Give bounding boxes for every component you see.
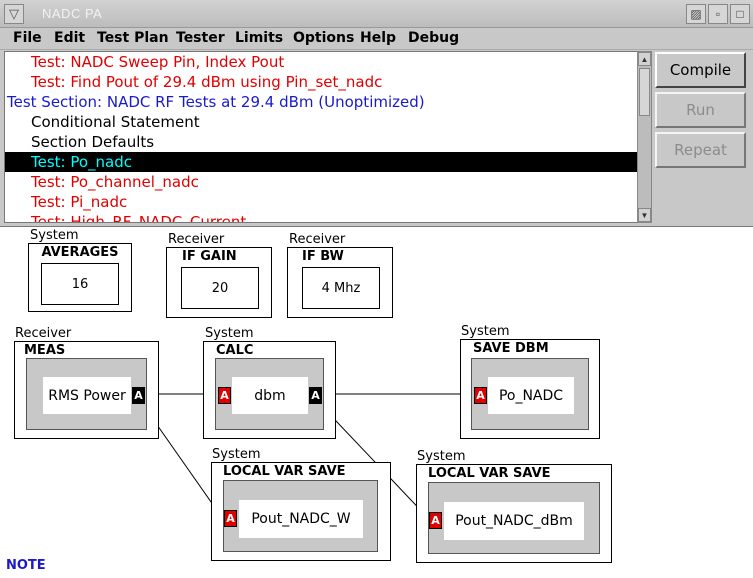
save-dbm-input-port[interactable]: A: [474, 387, 487, 404]
menu-test-plan[interactable]: Test Plan: [97, 30, 169, 46]
compile-button[interactable]: Compile: [655, 52, 746, 88]
if-gain-block[interactable]: IF GAIN 20: [166, 247, 272, 318]
averages-value[interactable]: 16: [41, 263, 119, 305]
menu-limits[interactable]: Limits: [235, 30, 284, 46]
menu-bar: File Edit Test Plan Tester Limits Option…: [0, 28, 753, 50]
if-bw-value[interactable]: 4 Mhz: [302, 267, 380, 309]
repeat-button[interactable]: Repeat: [655, 132, 746, 168]
if-gain-value[interactable]: 20: [181, 267, 259, 309]
averages-group-label: System: [30, 228, 79, 243]
averages-block[interactable]: AVERAGES 16: [28, 243, 132, 312]
if-gain-group-label: Receiver: [168, 232, 225, 247]
meas-block[interactable]: MEAS RMS Power A: [14, 341, 159, 439]
list-item[interactable]: Test: NADC Sweep Pin, Index Pout: [31, 53, 285, 71]
list-item[interactable]: Test: High_RF_NADC_Current: [31, 213, 247, 223]
meas-output-port[interactable]: A: [132, 387, 145, 404]
maximize-icon[interactable]: □: [730, 4, 750, 24]
list-item-selected[interactable]: Test: Po_nadc: [5, 152, 637, 172]
menu-tester[interactable]: Tester: [176, 30, 225, 46]
note-label[interactable]: NOTE: [6, 558, 46, 573]
save-dbm-label[interactable]: Po_NADC: [488, 377, 574, 414]
calc-label[interactable]: dbm: [232, 377, 308, 414]
menu-help[interactable]: Help: [360, 30, 397, 46]
averages-title: AVERAGES: [41, 245, 119, 260]
scroll-thumb[interactable]: [639, 68, 650, 116]
menu-edit[interactable]: Edit: [54, 30, 86, 46]
window-title: NADC PA: [42, 6, 103, 21]
scroll-up-icon[interactable]: ▲: [638, 52, 651, 66]
calc-title: CALC: [216, 343, 254, 358]
menu-options[interactable]: Options: [293, 30, 355, 46]
list-item[interactable]: Test: Po_channel_nadc: [31, 173, 199, 191]
local-dbm-label[interactable]: Pout_NADC_dBm: [444, 502, 584, 540]
list-item[interactable]: Section Defaults: [31, 133, 155, 151]
local-w-group-label: System: [212, 447, 261, 462]
list-item[interactable]: Test: Pi_nadc: [31, 193, 128, 211]
local-w-label[interactable]: Pout_NADC_W: [239, 500, 363, 538]
meas-title: MEAS: [24, 343, 66, 358]
minimize-icon[interactable]: ▫: [708, 4, 728, 24]
run-button[interactable]: Run: [655, 92, 746, 128]
if-bw-group-label: Receiver: [289, 232, 346, 247]
local-w-input-port[interactable]: A: [224, 510, 237, 527]
menu-debug[interactable]: Debug: [408, 30, 460, 46]
save-dbm-group-label: System: [461, 324, 510, 339]
local-dbm-group-label: System: [417, 449, 466, 464]
save-dbm-block[interactable]: SAVE DBM A Po_NADC: [460, 339, 600, 439]
if-gain-title: IF GAIN: [182, 249, 237, 264]
list-item[interactable]: Conditional Statement: [31, 113, 200, 131]
list-item[interactable]: Test: Find Pout of 29.4 dBm using Pin_se…: [31, 73, 383, 91]
local-dbm-title: LOCAL VAR SAVE: [428, 466, 551, 481]
local-var-save-w-block[interactable]: LOCAL VAR SAVE A Pout_NADC_W: [211, 462, 391, 561]
local-dbm-input-port[interactable]: A: [429, 512, 442, 529]
local-w-title: LOCAL VAR SAVE: [223, 464, 346, 479]
list-item[interactable]: Test Section: NADC RF Tests at 29.4 dBm …: [7, 93, 425, 111]
menu-file[interactable]: File: [13, 30, 42, 46]
calc-output-port[interactable]: A: [309, 387, 322, 404]
title-bar: ▽ NADC PA ▨ ▫ □: [0, 0, 753, 28]
if-bw-block[interactable]: IF BW 4 Mhz: [287, 247, 393, 318]
window-menu-icon[interactable]: ▽: [4, 4, 24, 24]
meas-group-label: Receiver: [15, 326, 72, 341]
calc-input-port[interactable]: A: [218, 387, 231, 404]
resize-icon[interactable]: ▨: [686, 4, 706, 24]
save-dbm-title: SAVE DBM: [473, 341, 549, 356]
list-scrollbar[interactable]: ▲ ▼: [637, 51, 652, 223]
calc-group-label: System: [205, 326, 254, 341]
meas-label[interactable]: RMS Power: [43, 377, 131, 414]
local-var-save-dbm-block[interactable]: LOCAL VAR SAVE A Pout_NADC_dBm: [416, 464, 612, 563]
scroll-down-icon[interactable]: ▼: [638, 208, 651, 222]
if-bw-title: IF BW: [302, 249, 344, 264]
calc-block[interactable]: CALC A dbm A: [203, 341, 336, 439]
